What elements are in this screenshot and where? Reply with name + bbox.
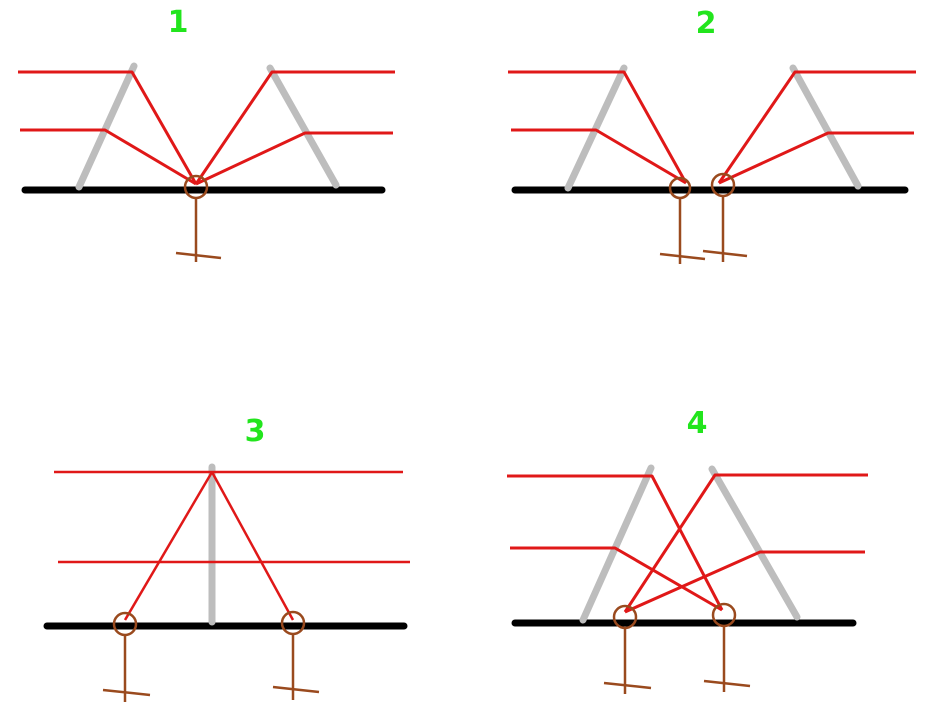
wire [507,474,724,611]
junction-marker [659,176,706,264]
wire [624,550,865,614]
junction-foot [703,679,751,688]
wire [195,131,393,186]
wire [511,128,687,185]
wires [18,70,395,186]
wire [210,471,295,621]
wire [510,546,723,612]
panel-4-number: 4 [687,406,708,441]
junction-foot [659,252,706,261]
wire [718,131,914,185]
post [564,64,628,192]
panel-1: 1 [18,5,395,262]
wire [717,70,916,184]
junction-marker [102,611,151,702]
wire [508,70,688,184]
junction-marker [603,604,652,694]
junction-marker [702,172,748,262]
junction-foot [702,249,748,258]
junction-marker [175,174,222,262]
panel-2: 2 [508,6,916,264]
junction-foot [175,251,222,260]
post [266,64,340,189]
wires [507,473,868,614]
junction-foot [272,685,320,694]
panel-2-number: 2 [696,6,717,41]
wire [18,70,198,185]
wires [508,70,916,185]
wire [194,70,395,185]
wire [20,128,197,186]
junction-foot [102,688,151,697]
junction-marker [703,602,751,692]
wires [54,470,410,621]
junction-marker [272,610,320,700]
panel-3-number: 3 [245,414,266,449]
post [708,465,801,621]
wire [623,473,868,613]
wire [123,471,214,621]
post [789,64,862,190]
panel-1-number: 1 [168,5,189,40]
panel-3: 3 [43,414,410,702]
junction-foot [603,681,652,690]
post [75,62,138,191]
post [579,464,655,624]
panel-4: 4 [507,406,868,694]
